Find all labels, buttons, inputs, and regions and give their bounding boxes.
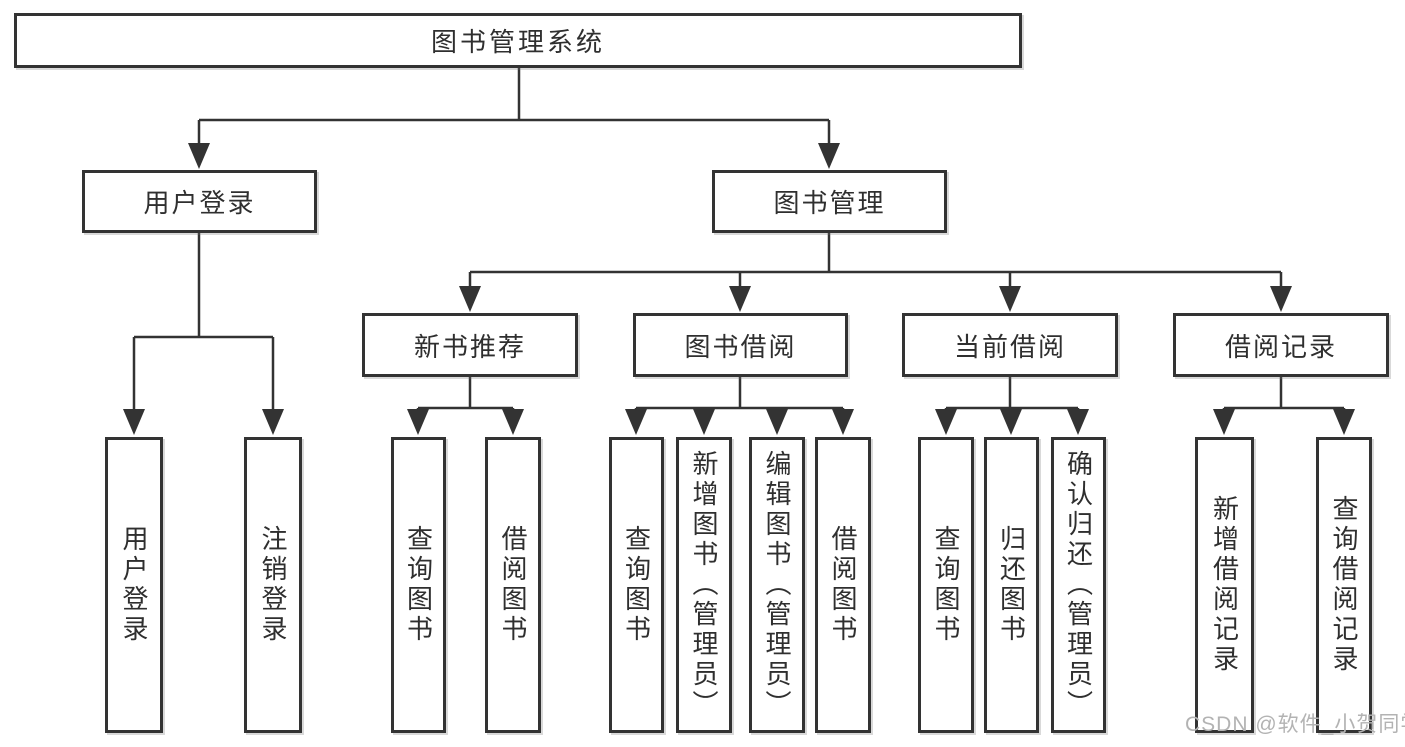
leaf-current-query-books-label: 查询图书 bbox=[931, 525, 961, 645]
leaf-borrow-query-books: 查询图书 bbox=[609, 437, 664, 733]
connector-book-management-to-sections bbox=[459, 233, 1292, 312]
connector-user-login-to-leaves bbox=[123, 233, 284, 435]
node-new-book-recommend-label: 新书推荐 bbox=[413, 331, 526, 362]
leaf-borrow-add-books-admin: 新增图书（管理员） bbox=[676, 437, 732, 733]
node-new-book-recommend: 新书推荐 bbox=[362, 313, 578, 377]
arrowhead-down-icon bbox=[459, 286, 481, 312]
arrowhead-down-icon bbox=[1270, 286, 1292, 312]
connector-new-book-to-leaves bbox=[407, 377, 524, 435]
node-user-login-branch-label: 用户登录 bbox=[143, 188, 256, 218]
leaf-user-login-label: 用户登录 bbox=[119, 525, 149, 645]
connector-borrow-records-to-leaves bbox=[1213, 377, 1355, 435]
leaf-borrow-borrow-books-label: 借阅图书 bbox=[828, 525, 858, 645]
arrowhead-down-icon bbox=[188, 143, 210, 169]
node-book-borrow: 图书借阅 bbox=[633, 313, 848, 377]
leaf-logout: 注销登录 bbox=[244, 437, 302, 733]
watermark: CSDN @软件_小贺同学 bbox=[1185, 713, 1405, 736]
arrowhead-down-icon bbox=[625, 409, 647, 435]
arrowhead-down-icon bbox=[935, 409, 957, 435]
leaf-borrow-borrow-books: 借阅图书 bbox=[815, 437, 871, 733]
arrowhead-down-icon bbox=[832, 409, 854, 435]
arrowhead-down-icon bbox=[729, 286, 751, 312]
arrowhead-down-icon bbox=[999, 286, 1021, 312]
arrowhead-down-icon bbox=[1067, 409, 1089, 435]
arrowhead-down-icon bbox=[1213, 409, 1235, 435]
leaf-records-add-record-label: 新增借阅记录 bbox=[1209, 495, 1240, 675]
leaf-current-query-books: 查询图书 bbox=[918, 437, 974, 733]
arrowhead-down-icon bbox=[1000, 409, 1022, 435]
leaf-records-query-record-label: 查询借阅记录 bbox=[1329, 495, 1359, 675]
leaf-records-query-record: 查询借阅记录 bbox=[1316, 437, 1372, 733]
node-root-label: 图书管理系统 bbox=[430, 27, 605, 57]
leaf-current-confirm-return-admin-label: 确认归还（管理员） bbox=[1063, 450, 1094, 720]
arrowhead-down-icon bbox=[407, 409, 429, 435]
leaf-borrow-query-books-label: 查询图书 bbox=[621, 525, 652, 645]
node-borrow-records-label: 借阅记录 bbox=[1224, 331, 1337, 362]
arrowhead-down-icon bbox=[1333, 409, 1355, 435]
node-user-login-branch: 用户登录 bbox=[82, 170, 317, 233]
connector-current-borrow-to-leaves bbox=[935, 377, 1089, 435]
node-current-borrow-label: 当前借阅 bbox=[953, 331, 1066, 362]
leaf-current-return-books-label: 归还图书 bbox=[996, 525, 1027, 645]
leaf-current-confirm-return-admin: 确认归还（管理员） bbox=[1051, 437, 1106, 733]
leaf-newbook-query-books: 查询图书 bbox=[391, 437, 446, 733]
connector-book-borrow-to-leaves bbox=[625, 377, 854, 435]
leaf-user-login: 用户登录 bbox=[105, 437, 163, 733]
arrowhead-down-icon bbox=[766, 409, 788, 435]
leaf-borrow-edit-books-admin: 编辑图书（管理员） bbox=[749, 437, 805, 733]
leaf-logout-label: 注销登录 bbox=[258, 525, 288, 645]
node-root: 图书管理系统 bbox=[14, 13, 1022, 68]
leaf-newbook-query-books-label: 查询图书 bbox=[403, 525, 434, 645]
arrowhead-down-icon bbox=[262, 409, 284, 435]
node-book-borrow-label: 图书借阅 bbox=[684, 331, 797, 362]
leaf-records-add-record: 新增借阅记录 bbox=[1195, 437, 1254, 733]
node-book-management-branch-label: 图书管理 bbox=[773, 188, 886, 218]
node-book-management-branch: 图书管理 bbox=[712, 170, 947, 233]
node-borrow-records: 借阅记录 bbox=[1173, 313, 1389, 377]
arrowhead-down-icon bbox=[818, 143, 840, 169]
connector-root-to-branches bbox=[188, 68, 840, 169]
leaf-borrow-add-books-admin-label: 新增图书（管理员） bbox=[689, 450, 719, 720]
node-current-borrow: 当前借阅 bbox=[902, 313, 1118, 377]
leaf-borrow-edit-books-admin-label: 编辑图书（管理员） bbox=[762, 450, 792, 720]
arrowhead-down-icon bbox=[502, 409, 524, 435]
arrowhead-down-icon bbox=[693, 409, 715, 435]
leaf-newbook-borrow-books: 借阅图书 bbox=[485, 437, 541, 733]
leaf-current-return-books: 归还图书 bbox=[984, 437, 1039, 733]
arrowhead-down-icon bbox=[123, 409, 145, 435]
leaf-newbook-borrow-books-label: 借阅图书 bbox=[498, 525, 528, 645]
